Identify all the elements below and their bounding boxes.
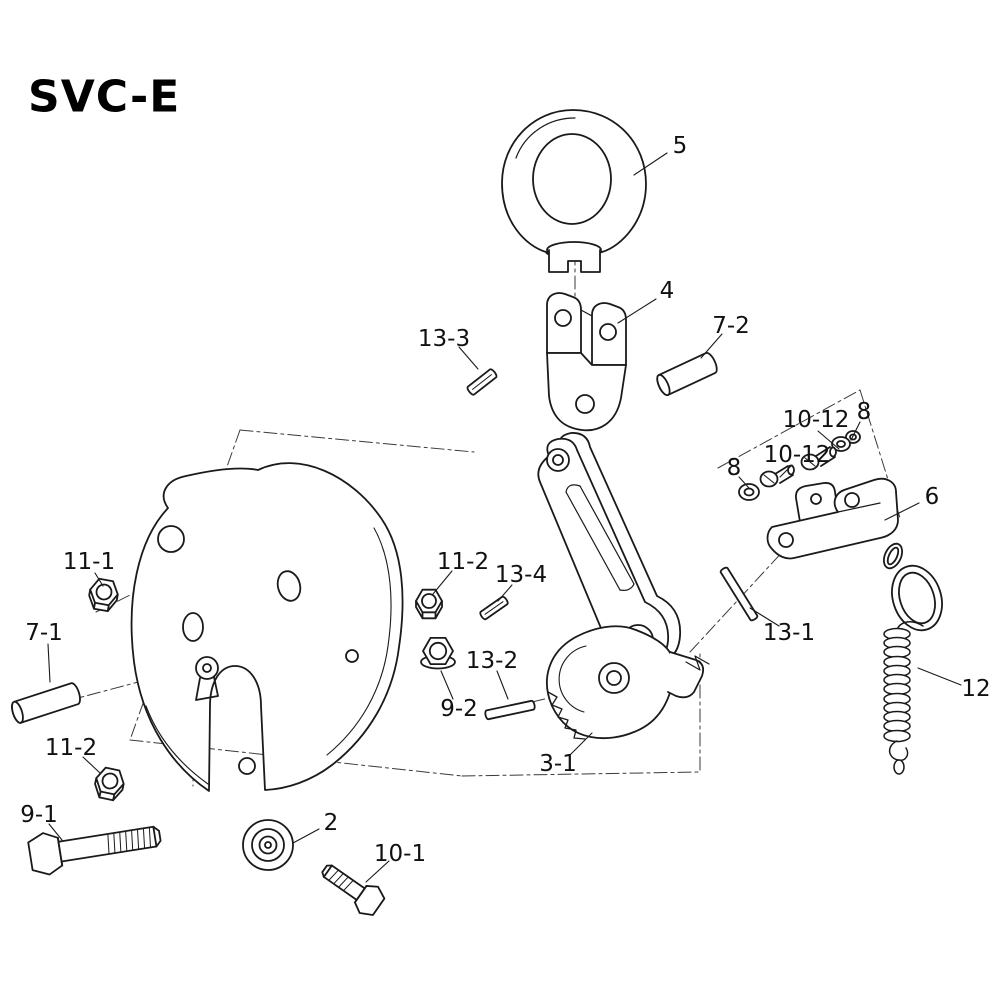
part-label-11-2-right: 11-2 bbox=[436, 549, 490, 575]
part-label-11-2-left: 11-2 bbox=[44, 735, 98, 761]
part-label-6: 6 bbox=[924, 484, 940, 510]
part-12-spring bbox=[883, 621, 924, 775]
part-label-13-4: 13-4 bbox=[494, 562, 548, 588]
part-label-5: 5 bbox=[672, 133, 688, 159]
part-13-3-spring-pin bbox=[466, 368, 498, 396]
part-label-10-1: 10-1 bbox=[373, 841, 427, 867]
part-label-8-lower: 8 bbox=[726, 455, 742, 481]
chain-link bbox=[883, 542, 903, 570]
part-label-7-1: 7-1 bbox=[25, 620, 63, 646]
part-label-13-1: 13-1 bbox=[762, 620, 816, 646]
part-label-13-3: 13-3 bbox=[417, 326, 471, 352]
part-body-plate bbox=[130, 462, 404, 792]
part-label-13-2: 13-2 bbox=[465, 648, 519, 674]
break-line bbox=[685, 655, 710, 671]
part-2-roller bbox=[242, 819, 294, 871]
part-13-4-spring-pin bbox=[479, 595, 509, 621]
part-4-clevis bbox=[546, 292, 627, 432]
part-10-1-bolt bbox=[321, 864, 386, 916]
part-11-1-nut bbox=[88, 577, 119, 613]
part-9-2-flange-nut bbox=[420, 637, 456, 670]
part-label-7-2: 7-2 bbox=[712, 313, 750, 339]
part-11-2-nut-right bbox=[415, 588, 443, 620]
diagram-title: SVC-E bbox=[28, 71, 181, 123]
part-6-bracket bbox=[766, 477, 899, 560]
part-13-1-pin bbox=[719, 566, 759, 622]
part-7-2-pin bbox=[656, 351, 718, 397]
part-9-1-bolt bbox=[27, 825, 162, 876]
part-label-4: 4 bbox=[659, 278, 675, 304]
part-label-9-1: 9-1 bbox=[20, 802, 58, 828]
part-label-2: 2 bbox=[323, 810, 339, 836]
part-11-2-nut-left bbox=[94, 766, 125, 802]
part-10-12-screw-upper bbox=[800, 430, 861, 471]
part-7-1-pin bbox=[11, 682, 81, 724]
leader-lines bbox=[47, 152, 962, 883]
part-13-2-pin bbox=[484, 699, 536, 721]
part-label-9-2: 9-2 bbox=[440, 696, 478, 722]
part-label-10-12-lower: 10-12 bbox=[763, 442, 831, 468]
pull-ring bbox=[891, 564, 943, 632]
part-label-3-1: 3-1 bbox=[539, 751, 577, 777]
part-label-12: 12 bbox=[961, 676, 991, 702]
part-label-8-upper: 8 bbox=[856, 399, 872, 425]
part-label-11-1: 11-1 bbox=[62, 549, 116, 575]
part-3-1-cam-jaw bbox=[546, 625, 705, 740]
part-label-10-12-upper: 10-12 bbox=[782, 407, 850, 433]
part-5-lifting-eye bbox=[501, 109, 647, 273]
